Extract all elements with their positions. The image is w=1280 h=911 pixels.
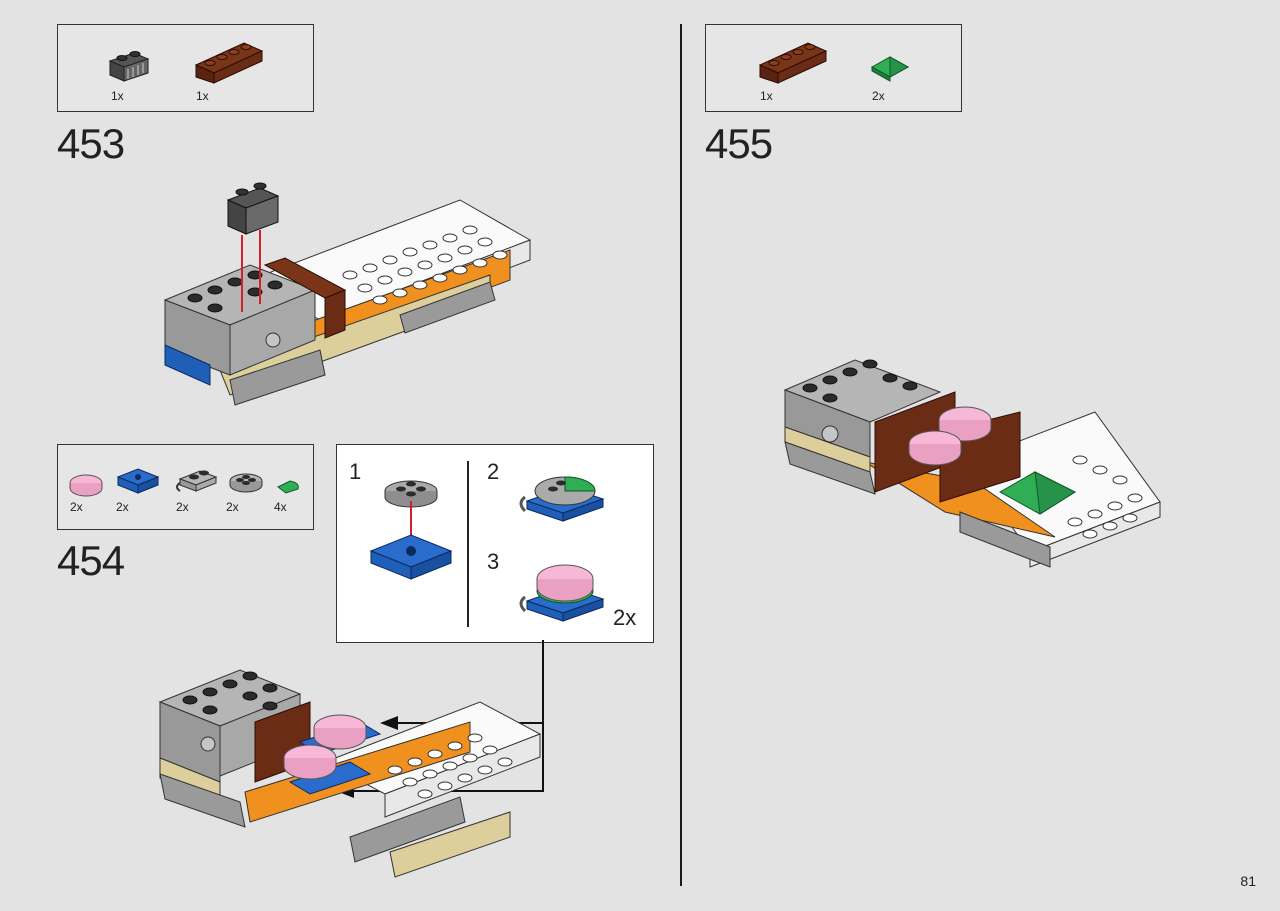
sub-assembly-multiplier: 2x — [613, 605, 637, 630]
model-step-455 — [783, 359, 1161, 568]
parts-list-453: 1x 1x — [57, 24, 314, 112]
sub-step-1: 1 — [349, 459, 362, 484]
pink-round-tile-icon — [69, 474, 103, 497]
sub-step-1-illustration — [369, 480, 453, 580]
step-number-455: 455 — [705, 120, 773, 167]
grey-round-plate-icon — [229, 473, 263, 493]
part-qty: 2x — [872, 89, 885, 103]
part-qty: 1x — [196, 89, 209, 103]
page-divider — [680, 24, 682, 886]
parts-list-455: 1x 2x — [705, 24, 962, 112]
sub-assembly-callout: 1 2 3 2x — [336, 444, 654, 643]
model-step-454 — [158, 669, 542, 878]
brown-brick-icon — [758, 42, 828, 84]
sub-step-2-illustration — [519, 476, 605, 522]
blue-plate-icon — [116, 468, 160, 494]
part-qty: 1x — [760, 89, 773, 103]
sub-step-2: 2 — [487, 459, 500, 484]
green-pyramid-slope-icon — [870, 56, 910, 82]
part-qty: 2x — [116, 500, 129, 514]
part-qty: 2x — [176, 500, 189, 514]
grey-clip-plate-icon — [176, 470, 218, 492]
parts-list-454: 2x 2x 2x 2x 4x — [57, 444, 314, 530]
sub-step-3: 3 — [487, 549, 500, 574]
part-qty: 2x — [70, 500, 83, 514]
part-qty: 4x — [274, 500, 287, 514]
step-number-453: 453 — [57, 120, 125, 167]
black-grille-brick-icon — [108, 51, 150, 82]
green-quarter-tile-icon — [277, 480, 299, 494]
page-number: 81 — [1240, 873, 1256, 889]
step-number-454: 454 — [57, 537, 125, 584]
part-qty: 2x — [226, 500, 239, 514]
part-qty: 1x — [111, 89, 124, 103]
brown-brick-icon — [194, 42, 264, 84]
sub-step-separator — [467, 461, 469, 627]
sub-step-3-illustration — [519, 564, 605, 622]
model-step-453 — [163, 182, 532, 406]
